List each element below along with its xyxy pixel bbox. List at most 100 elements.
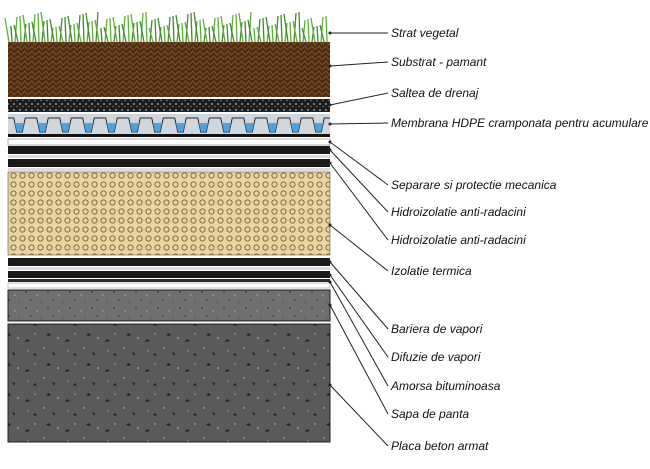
- membrane-water: [267, 123, 278, 131]
- layer-placa-beton: [7, 323, 331, 443]
- layer-membrana-hdpe: [8, 117, 330, 133]
- membrane-water: [83, 123, 94, 131]
- grass-blade: [58, 25, 64, 43]
- grass-blade: [212, 17, 216, 43]
- leader-12: [329, 304, 389, 415]
- grass-blade: [262, 17, 265, 43]
- membrane-water: [152, 123, 163, 131]
- grass-blade: [14, 16, 18, 43]
- grass-blade: [13, 24, 19, 43]
- grass-blade: [230, 14, 234, 43]
- grass-blade: [32, 13, 36, 43]
- grass-blade: [320, 16, 324, 43]
- membrane-cup: [238, 117, 261, 133]
- membrane-cup: [284, 117, 307, 133]
- membrane-water: [14, 123, 25, 131]
- grass-blade: [77, 14, 81, 43]
- membrane-cup: [31, 117, 54, 133]
- membrane-water: [221, 123, 232, 131]
- grass-blade: [149, 19, 153, 43]
- grass-blade: [310, 17, 316, 43]
- label-leaders: [328, 31, 389, 447]
- grass-blade: [325, 15, 328, 43]
- grass-blade: [91, 20, 94, 43]
- grass-blade: [118, 24, 121, 43]
- grass-blade: [238, 12, 244, 43]
- leader-2: [329, 61, 389, 67]
- grass-blade: [185, 13, 189, 43]
- layer-separare-white: [7, 138, 331, 146]
- grass-blade: [292, 20, 298, 43]
- grass-blade: [148, 27, 154, 43]
- grass-blade: [301, 27, 307, 43]
- leader-9: [329, 261, 389, 330]
- membrane-cup: [77, 117, 100, 133]
- membrane-cup: [169, 117, 192, 133]
- layer-separator-2: [8, 168, 330, 171]
- layer-amorsa: [8, 279, 330, 282]
- label-separare-protectie: Separare si protectie mecanica: [391, 178, 557, 192]
- membrane-water: [129, 123, 140, 131]
- grass-blade: [271, 24, 274, 43]
- grass-blade: [244, 20, 247, 43]
- grass-blade: [199, 19, 202, 43]
- layer-hidroizolatie-1: [8, 146, 330, 154]
- membrane-water: [60, 123, 71, 131]
- membrane-cup: [8, 117, 31, 133]
- roof-layer-stack: [4, 11, 331, 443]
- grass-blade: [298, 11, 301, 43]
- grass-blade: [136, 21, 139, 43]
- membrane-water: [198, 123, 209, 131]
- grass-blade: [82, 13, 85, 43]
- grass-blade: [37, 12, 40, 43]
- membrane-water: [313, 123, 324, 131]
- grass-blade: [55, 26, 58, 43]
- grass-blade: [247, 19, 253, 43]
- grass-blade: [256, 26, 262, 43]
- grass-blade: [226, 23, 229, 43]
- grass-blade: [283, 13, 289, 43]
- grass-blade: [211, 25, 217, 43]
- leader-13: [329, 384, 389, 447]
- leader-5: [329, 141, 389, 186]
- label-saltea-drenaj: Saltea de drenaj: [391, 86, 479, 100]
- grass-blade: [275, 15, 279, 43]
- layer-bariera-vapori: [8, 258, 330, 266]
- label-amorsa-bituminoasa: Amorsa bituminoasa: [390, 379, 501, 393]
- grass-blade: [274, 23, 280, 43]
- layer-separator-1: [8, 155, 330, 158]
- layer-substrat: [8, 42, 330, 97]
- grass-blade: [289, 21, 292, 43]
- leader-4: [329, 122, 389, 125]
- grass-blade: [73, 23, 76, 43]
- grass-blade: [208, 26, 211, 43]
- layer-membrana-base: [8, 114, 330, 136]
- layer-difuzie-white: [8, 267, 330, 270]
- membrane-water: [37, 123, 48, 131]
- layer-izolatie-termica: [7, 171, 331, 256]
- membrane-cup: [54, 117, 77, 133]
- grass-blade: [49, 18, 55, 43]
- membrane-water: [175, 123, 186, 131]
- grass-blade: [176, 23, 180, 43]
- grass-blade: [64, 16, 67, 43]
- leader-6: [329, 149, 389, 213]
- grass-blade: [157, 17, 163, 43]
- label-hidroizolatie-1: Hidroizolatie anti-radacini: [391, 205, 526, 219]
- grass-blade: [193, 11, 199, 43]
- layer-saltea-drenaj: [8, 99, 330, 112]
- leader-11: [329, 281, 389, 387]
- grass-blade: [311, 26, 315, 43]
- grass-blade: [302, 19, 306, 43]
- grass-blade: [23, 23, 27, 43]
- grass-blade: [113, 25, 117, 43]
- grass-blade: [166, 24, 172, 43]
- grass-blade: [109, 17, 112, 43]
- grass-blade: [76, 22, 82, 43]
- label-hidroizolatie-2: Hidroizolatie anti-radacini: [391, 233, 526, 247]
- grass-blade: [181, 22, 184, 43]
- grass-blade: [316, 25, 319, 43]
- label-sapa-panta: Sapa de panta: [391, 407, 469, 421]
- grass-blade: [307, 18, 310, 43]
